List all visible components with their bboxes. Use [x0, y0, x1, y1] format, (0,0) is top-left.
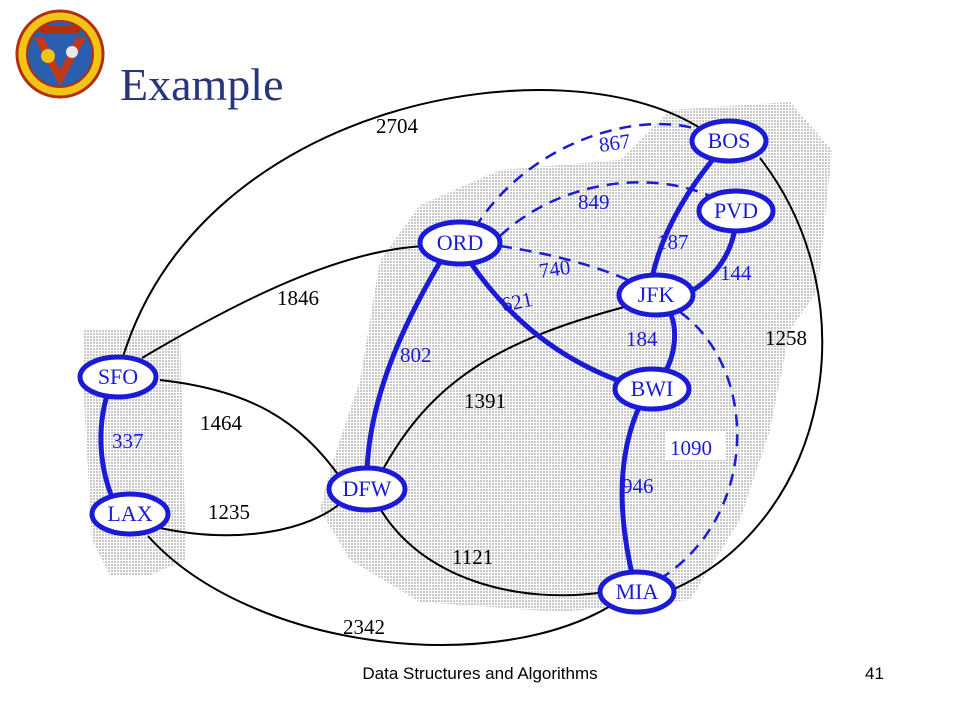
- node-dfw: [326, 465, 408, 513]
- weight-jfk-mia-box: [666, 432, 726, 460]
- node-label-bos: BOS: [708, 128, 751, 153]
- weight-bwi-mia: 946: [622, 474, 654, 498]
- node-bwi: [612, 366, 692, 412]
- weight-dfw-mia: 1121: [452, 545, 493, 569]
- edge-sfo-lax: [98, 391, 117, 504]
- edge-jfk-bwi: [662, 310, 677, 374]
- cluster-east-region: [320, 102, 832, 612]
- slide-footer: Data Structures and Algorithms: [362, 664, 598, 683]
- edge-ord-bos: [473, 122, 701, 229]
- edge-ord-dfw: [364, 260, 443, 471]
- edge-jfk-mia: [654, 310, 739, 584]
- node-label-ord: ORD: [437, 230, 483, 255]
- node-pvd: [696, 188, 776, 234]
- slide-title: Example: [120, 59, 284, 110]
- node-label-sfo: SFO: [98, 364, 138, 389]
- edge-sfo-ord: [141, 245, 426, 359]
- edge-bos-jfk: [649, 156, 716, 279]
- edge-bos-mia: [671, 157, 824, 591]
- weight-ord-jfk: 740: [537, 255, 572, 283]
- node-label-mia: MIA: [616, 579, 659, 604]
- node-label-lax: LAX: [107, 501, 152, 526]
- weight-ord-dfw: 802: [400, 343, 432, 367]
- edge-lax-dfw: [159, 501, 343, 537]
- edge-bwi-mia: [619, 403, 643, 575]
- edge-sfo-dfw: [159, 379, 343, 481]
- weight-ord-bos: 867: [597, 129, 632, 157]
- weight-jfk-bwi: 184: [626, 327, 658, 351]
- edge-ord-bwi: [467, 260, 626, 386]
- node-bos: [689, 118, 769, 164]
- node-ord: [417, 219, 503, 267]
- weight-sfo-dfw: 1464: [200, 411, 243, 435]
- edge-dfw-mia: [377, 504, 606, 597]
- page-number: 41: [865, 664, 884, 683]
- weight-jfk-dfw: 1391: [464, 389, 506, 413]
- institute-logo: [15, 9, 105, 99]
- edge-lax-mia: [147, 535, 621, 646]
- node-mia: [597, 569, 677, 615]
- weight-lax-dfw: 1235: [208, 500, 250, 524]
- edge-ord-pvd: [499, 181, 711, 237]
- weight-sfo-lax: 337: [112, 429, 144, 453]
- node-jfk: [616, 272, 696, 318]
- edge-pvd-jfk: [688, 227, 738, 295]
- edge-ord-jfk: [499, 244, 629, 282]
- node-label-dfw: DFW: [343, 476, 392, 501]
- node-label-jfk: JFK: [638, 282, 675, 307]
- weight-sfo-ord: 1846: [277, 286, 319, 310]
- weight-pvd-jfk: 144: [720, 261, 752, 285]
- weight-jfk-mia: 1090: [670, 436, 712, 460]
- weight-bos-jfk: 187: [657, 230, 689, 254]
- node-label-pvd: PVD: [714, 198, 758, 223]
- edge-sfo-bos: [121, 89, 701, 361]
- node-lax: [89, 491, 171, 537]
- weight-sfo-bos: 2704: [376, 114, 419, 138]
- weight-ord-pvd: 849: [578, 190, 610, 214]
- node-sfo: [77, 354, 159, 400]
- weight-lax-mia: 2342: [343, 615, 385, 639]
- node-label-bwi: BWI: [631, 376, 674, 401]
- weight-bos-mia: 1258: [765, 326, 807, 350]
- edge-jfk-dfw: [379, 305, 629, 476]
